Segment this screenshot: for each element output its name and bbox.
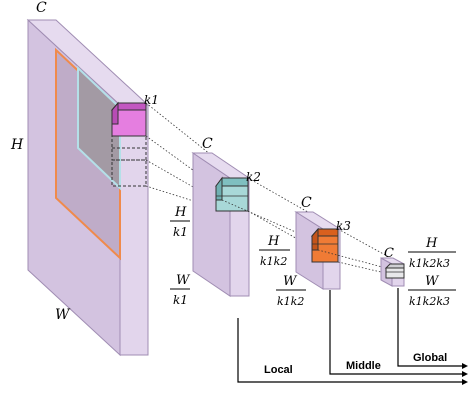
block-3-width-fraction: W k1k2 xyxy=(276,274,306,308)
svg-text:k1k2: k1k2 xyxy=(277,295,304,308)
kernel-1-label: k1 xyxy=(144,93,159,107)
block-4-width-fraction: W k1k2k3 xyxy=(408,274,456,308)
kernel-cube-4 xyxy=(384,263,405,279)
block-1-side-face xyxy=(119,104,149,356)
dashed-box-2 xyxy=(111,159,147,187)
block-2-width-fraction: W k1 xyxy=(170,273,191,307)
local-connector xyxy=(237,318,462,383)
svg-text:k1k2k3: k1k2k3 xyxy=(409,257,450,270)
inner-region xyxy=(77,65,121,191)
global-label: Global xyxy=(413,352,447,364)
kernel-cube-1 xyxy=(110,101,147,137)
block-3-height-fraction: H k1k2 xyxy=(259,234,290,268)
block-2-height-fraction: H k1 xyxy=(170,205,190,239)
block-1-width-label: W xyxy=(55,307,71,323)
middle-connector xyxy=(329,290,462,375)
svg-text:H: H xyxy=(425,236,438,251)
svg-text:k1k2: k1k2 xyxy=(260,255,287,268)
svg-text:k1: k1 xyxy=(173,293,188,307)
block-2-channel-label: C xyxy=(202,136,213,152)
block-2-top-edge xyxy=(191,152,251,179)
svg-text:W: W xyxy=(176,273,191,288)
global-connector xyxy=(397,288,462,367)
projection-lines-3 xyxy=(317,228,399,277)
block-4-height-fraction: H k1k2k3 xyxy=(408,236,456,270)
block-1-height-label: H xyxy=(10,137,24,153)
block-3-top-edge xyxy=(294,211,342,230)
labels: C H W k1 C k2 H k1 W k1 C k3 H k1k2 W k1… xyxy=(10,0,456,376)
block-4 xyxy=(380,257,405,287)
local-label: Local xyxy=(264,364,293,376)
block-3-channel-label: C xyxy=(301,195,312,211)
svg-text:H: H xyxy=(267,234,280,249)
kernel-cube-2 xyxy=(215,176,249,212)
svg-text:W: W xyxy=(283,274,298,289)
scale-connectors xyxy=(237,288,468,385)
svg-text:H: H xyxy=(174,205,187,220)
kernel-cube-3 xyxy=(310,227,339,263)
block-3 xyxy=(294,211,342,290)
block-1-channel-label: C xyxy=(36,0,47,16)
block-1-top-edge xyxy=(26,19,150,106)
svg-text:k1k2k3: k1k2k3 xyxy=(409,295,450,308)
block-4-channel-label: C xyxy=(384,246,394,261)
block-1 xyxy=(26,18,150,357)
svg-text:W: W xyxy=(425,274,440,289)
kernel-2-label: k2 xyxy=(246,170,261,184)
middle-label: Middle xyxy=(346,360,381,372)
block-2 xyxy=(191,152,251,297)
svg-text:k1: k1 xyxy=(173,225,188,239)
kernel-3-label: k3 xyxy=(336,219,351,233)
